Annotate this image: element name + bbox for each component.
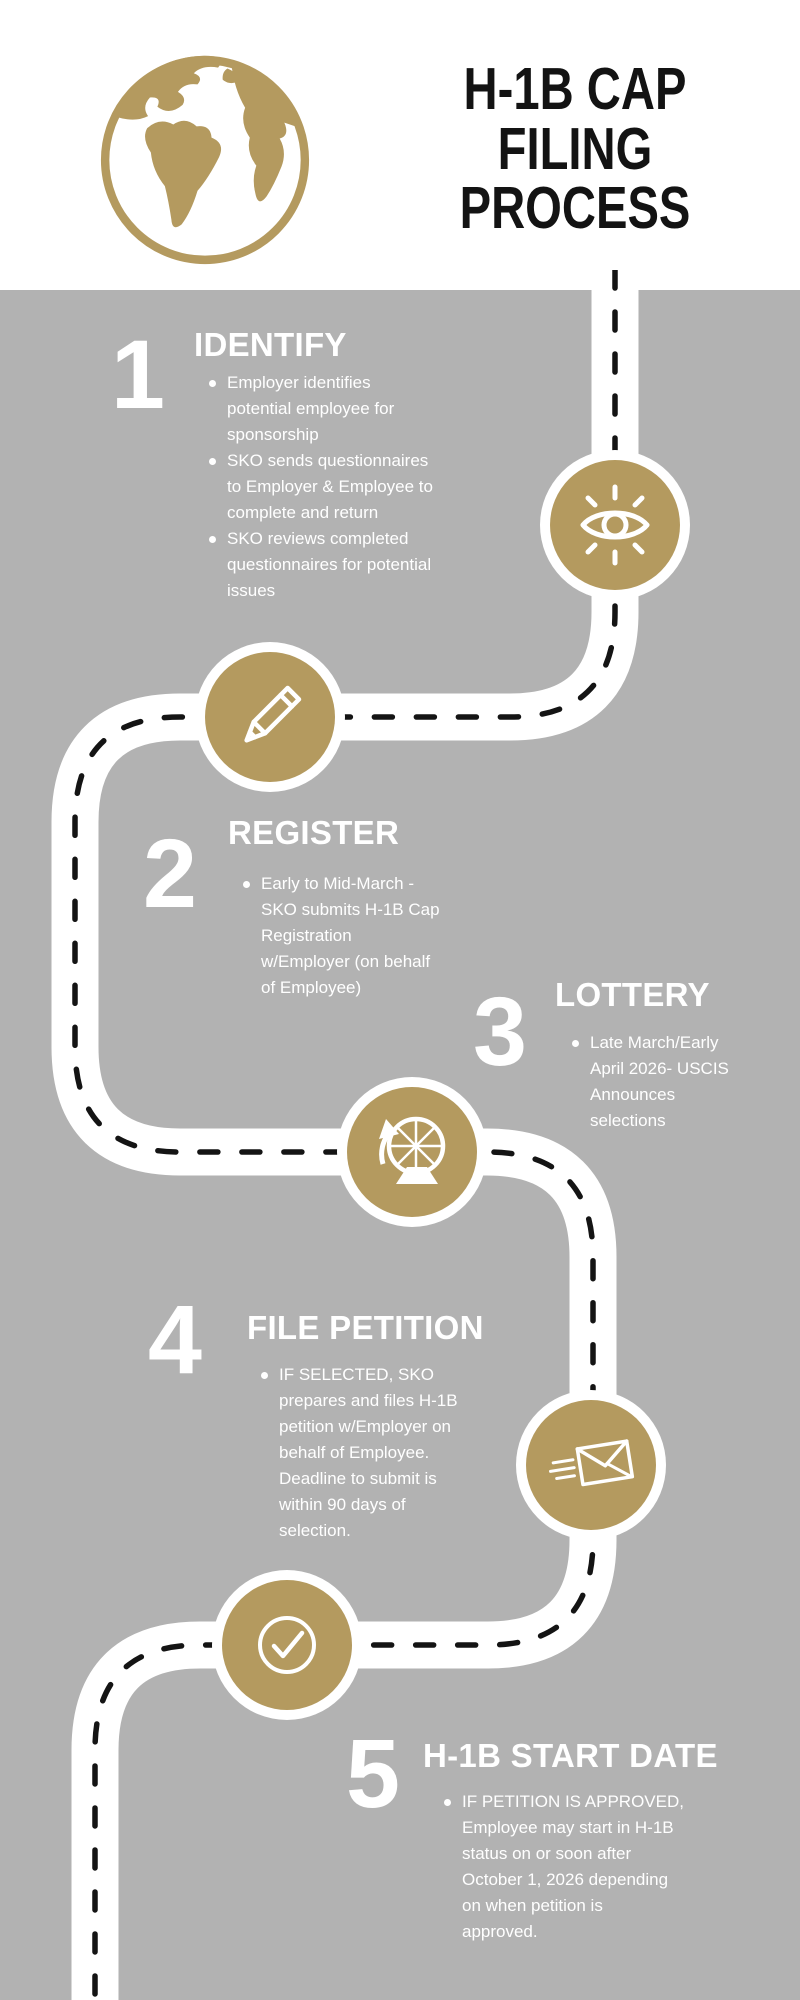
- step-3-node: [337, 1077, 487, 1227]
- bullet-item: SKO sends questionnaires to Employer & E…: [208, 448, 458, 526]
- step-3-bullets: Late March/Early April 2026- USCIS Annou…: [571, 1030, 771, 1134]
- bullet-item: IF SELECTED, SKO prepares and files H-1B…: [260, 1362, 500, 1544]
- step-5-bullets: IF PETITION IS APPROVED, Employee may st…: [443, 1789, 703, 1945]
- step-3-title: LOTTERY: [555, 976, 710, 1013]
- pencil-icon: [244, 685, 302, 743]
- step-4-bullets: IF SELECTED, SKO prepares and files H-1B…: [260, 1362, 500, 1544]
- step-2-node-circle: [205, 652, 335, 782]
- step-1-title: IDENTIFY: [194, 326, 347, 363]
- bullet-item: IF PETITION IS APPROVED, Employee may st…: [443, 1789, 703, 1945]
- step-3-number: 3: [473, 977, 527, 1086]
- step-3-node-circle: [347, 1087, 477, 1217]
- bullet-item: Late March/Early April 2026- USCIS Annou…: [571, 1030, 771, 1134]
- bullet-item: SKO reviews completed questionnaires for…: [208, 526, 458, 604]
- step-2-node: [195, 642, 345, 792]
- step-1-node: [540, 450, 690, 600]
- bullet-item: Employer identifies potential employee f…: [208, 370, 458, 448]
- eye-icon: [580, 484, 650, 566]
- step-4-title: FILE PETITION: [247, 1309, 484, 1346]
- step-2-number: 2: [143, 819, 197, 928]
- bullet-item: Early to Mid-March - SKO submits H-1B Ca…: [242, 871, 472, 1001]
- step-5-number: 5: [346, 1719, 400, 1828]
- step-4-node-circle: [526, 1400, 656, 1530]
- step-4-number: 4: [148, 1285, 202, 1394]
- fast-envelope-icon: [549, 1439, 635, 1487]
- lottery-wheel-icon: [379, 1116, 446, 1184]
- step-2-bullets: Early to Mid-March - SKO submits H-1B Ca…: [242, 871, 472, 1001]
- check-circle-icon: [258, 1616, 316, 1674]
- page-title: H-1B CAP FILING PROCESS: [459, 56, 691, 241]
- step-5-node-circle: [222, 1580, 352, 1710]
- step-1-bullets: Employer identifies potential employee f…: [208, 370, 458, 604]
- step-4-node: [516, 1390, 666, 1540]
- step-5-title: H-1B START DATE: [423, 1737, 718, 1774]
- step-5-node: [212, 1570, 362, 1720]
- step-1-number: 1: [111, 320, 165, 429]
- step-1-node-circle: [550, 460, 680, 590]
- globe-icon: [100, 55, 310, 265]
- step-2-title: REGISTER: [228, 814, 400, 851]
